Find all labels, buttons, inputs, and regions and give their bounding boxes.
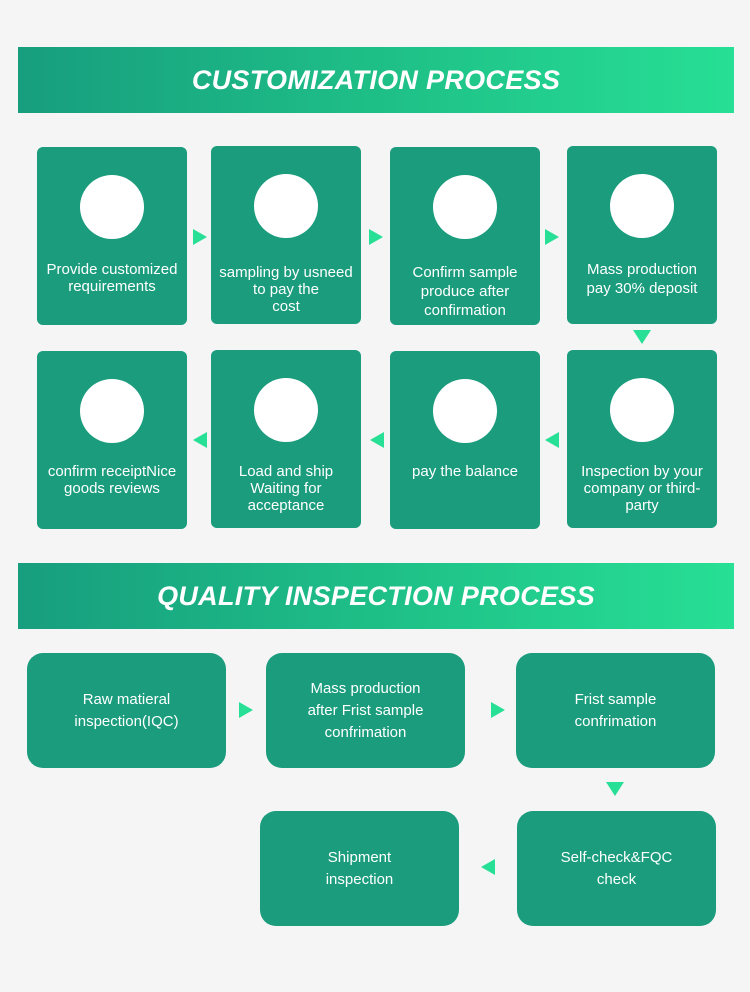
- step-icon-circle: [433, 379, 497, 443]
- step-icon-circle: [610, 174, 674, 238]
- custom-step-6: pay the balance: [390, 351, 540, 529]
- arrow-right-icon: [239, 702, 253, 718]
- quality-step-label: Self-check&FQC check: [560, 848, 673, 888]
- quality-step-3: Frist sample confrimation: [516, 653, 715, 768]
- arrow-left-icon: [370, 432, 384, 448]
- step-label: Confirm sample produce after confirmatio…: [412, 264, 518, 319]
- step-icon-circle: [254, 378, 318, 442]
- quality-banner: QUALITY INSPECTION PROCESS: [18, 563, 734, 629]
- step-label: Provide customized requirements: [46, 261, 178, 295]
- quality-step-4: Self-check&FQC check: [517, 811, 716, 926]
- custom-step-8: confirm receiptNice goods reviews: [37, 351, 187, 529]
- step-icon-circle: [80, 379, 144, 443]
- custom-step-1: Provide customized requirements: [37, 147, 187, 325]
- arrow-down-icon: [606, 782, 624, 796]
- arrow-left-icon: [193, 432, 207, 448]
- quality-step-2: Mass production after Frist sample confr…: [266, 653, 465, 768]
- quality-step-5: Shipment inspection: [260, 811, 459, 926]
- quality-step-1: Raw matieral inspection(IQC): [27, 653, 226, 768]
- arrow-right-icon: [369, 229, 383, 245]
- custom-step-7: Load and ship Waiting for acceptance: [211, 350, 361, 528]
- arrow-right-icon: [491, 702, 505, 718]
- step-icon-circle: [433, 175, 497, 239]
- custom-step-2: sampling by usneed to pay the cost: [211, 146, 361, 324]
- step-icon-circle: [610, 378, 674, 442]
- quality-step-label: Mass production after Frist sample confr…: [307, 679, 424, 741]
- arrow-left-icon: [545, 432, 559, 448]
- step-label: sampling by usneed to pay the cost: [219, 264, 353, 315]
- step-label: pay the balance: [412, 463, 518, 480]
- step-label: confirm receiptNice goods reviews: [47, 463, 177, 497]
- quality-step-label: Shipment inspection: [325, 848, 394, 888]
- step-icon-circle: [80, 175, 144, 239]
- quality-title: QUALITY INSPECTION PROCESS: [157, 580, 595, 611]
- step-label: Load and ship Waiting for acceptance: [238, 463, 334, 514]
- custom-step-5: Inspection by your company or third- par…: [567, 350, 717, 528]
- arrow-right-icon: [545, 229, 559, 245]
- arrow-right-icon: [193, 229, 207, 245]
- arrow-down-icon: [633, 330, 651, 344]
- step-label: Inspection by your company or third- par…: [581, 463, 703, 514]
- step-icon-circle: [254, 174, 318, 238]
- arrow-left-icon: [481, 859, 495, 875]
- quality-step-label: Raw matieral inspection(IQC): [74, 690, 179, 730]
- custom-step-3: Confirm sample produce after confirmatio…: [390, 147, 540, 325]
- customization-title: CUSTOMIZATION PROCESS: [191, 64, 561, 95]
- customization-banner: CUSTOMIZATION PROCESS: [18, 47, 734, 113]
- custom-step-4: Mass production pay 30% deposit: [567, 146, 717, 324]
- step-label: Mass production pay 30% deposit: [586, 261, 698, 297]
- quality-step-label: Frist sample confrimation: [574, 690, 657, 730]
